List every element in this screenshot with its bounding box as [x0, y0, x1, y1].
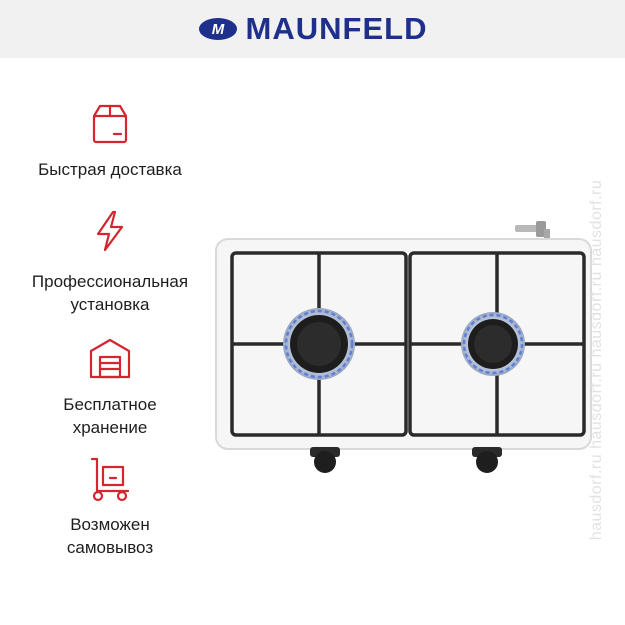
feature-pickup: Возможен самовывоз [0, 455, 220, 559]
control-knob-left [310, 447, 340, 473]
warehouse-icon [89, 338, 131, 379]
feature-label: Профессиональная установка [31, 272, 189, 314]
gas-stove-image [215, 221, 592, 473]
burner-right [461, 312, 525, 376]
feature-label: Возможен самовывоз [66, 515, 154, 557]
lightning-icon [96, 210, 124, 252]
feature-installation: Профессиональная установка [0, 210, 220, 316]
maunfeld-logo-icon: M [198, 18, 237, 40]
feature-storage: Бесплатное хранение [0, 335, 220, 439]
svg-text:M: M [211, 21, 224, 38]
hand-truck-icon [90, 457, 130, 502]
gas-connector [515, 221, 550, 243]
feature-fast-delivery: Быстрая доставка [0, 100, 220, 181]
feature-label: Бесплатное хранение [63, 395, 157, 437]
box-icon [92, 104, 128, 144]
feature-label: Быстрая доставка [38, 160, 182, 179]
burner-left [283, 308, 355, 380]
watermark-text: hausdorf.ru hausdorf.ru hausdorf.ru haus… [588, 179, 605, 541]
control-knob-right [472, 447, 502, 473]
brand-name: MAUNFELD [245, 11, 428, 46]
brand-logo: M MAUNFELD [198, 11, 428, 47]
header-bar: M MAUNFELD [0, 0, 625, 58]
